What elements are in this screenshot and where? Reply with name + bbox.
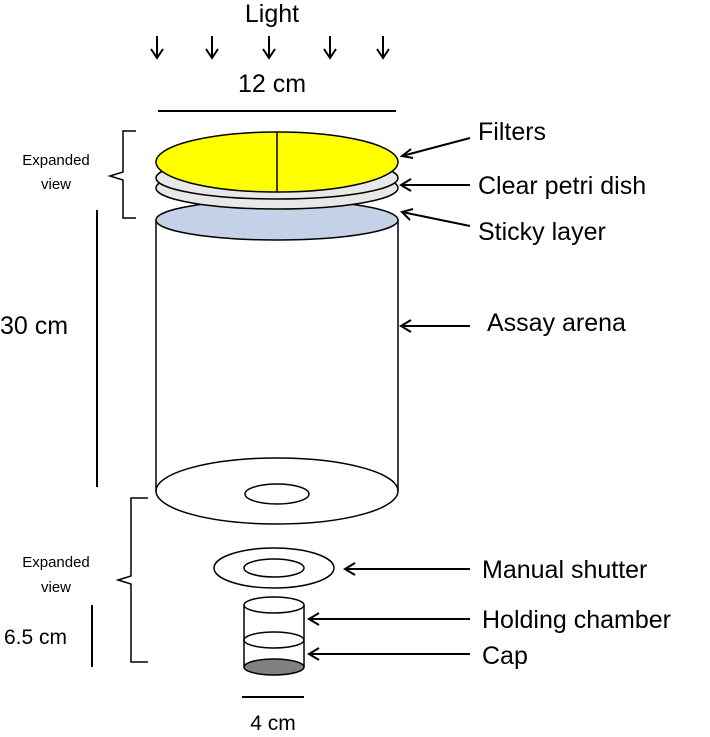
arena-label: Assay arena bbox=[487, 309, 626, 337]
expanded-top-line2: view bbox=[41, 176, 71, 193]
expanded-top-bracket bbox=[107, 130, 136, 219]
holding-label: Holding chamber bbox=[482, 606, 671, 634]
filters-disc bbox=[155, 131, 399, 193]
light-arrow-icon bbox=[262, 36, 276, 60]
shutter-arrow-icon bbox=[343, 562, 470, 576]
holding-arrow-icon bbox=[307, 612, 470, 626]
light-arrows bbox=[150, 36, 390, 60]
shutter-label: Manual shutter bbox=[482, 556, 647, 584]
expanded-top-line1: Expanded bbox=[22, 152, 90, 169]
expanded-bottom-bracket bbox=[115, 497, 148, 663]
width-top-label: 12 cm bbox=[238, 70, 306, 98]
sticky-arrow-icon bbox=[400, 208, 471, 227]
cap-label: Cap bbox=[482, 642, 528, 670]
sticky-label: Sticky layer bbox=[478, 218, 606, 246]
expanded-bottom-line2: view bbox=[41, 579, 71, 596]
light-arrow-icon bbox=[323, 36, 337, 60]
cap-arrow-icon bbox=[307, 647, 470, 661]
height-label: 30 cm bbox=[0, 312, 68, 340]
arena-exit-hole bbox=[244, 483, 310, 505]
expanded-bottom-line1: Expanded bbox=[22, 554, 90, 571]
chamber-height-label: 6.5 cm bbox=[4, 626, 67, 649]
light-arrow-icon bbox=[150, 36, 164, 60]
light-label: Light bbox=[245, 0, 299, 28]
petri-arrow-icon bbox=[399, 178, 470, 192]
manual-shutter bbox=[213, 547, 335, 589]
chamber-width-label: 4 cm bbox=[250, 712, 296, 735]
chamber-cap bbox=[243, 658, 305, 676]
petri-label: Clear petri dish bbox=[478, 172, 646, 200]
filters-arrow-icon bbox=[399, 137, 471, 159]
light-arrow-icon bbox=[376, 36, 390, 60]
assay-arena-cylinder bbox=[155, 220, 399, 525]
arena-arrow-icon bbox=[399, 319, 470, 333]
callout-arrows bbox=[307, 137, 471, 661]
filters-label: Filters bbox=[478, 118, 546, 146]
light-arrow-icon bbox=[205, 36, 219, 60]
holding-chamber bbox=[243, 596, 305, 676]
